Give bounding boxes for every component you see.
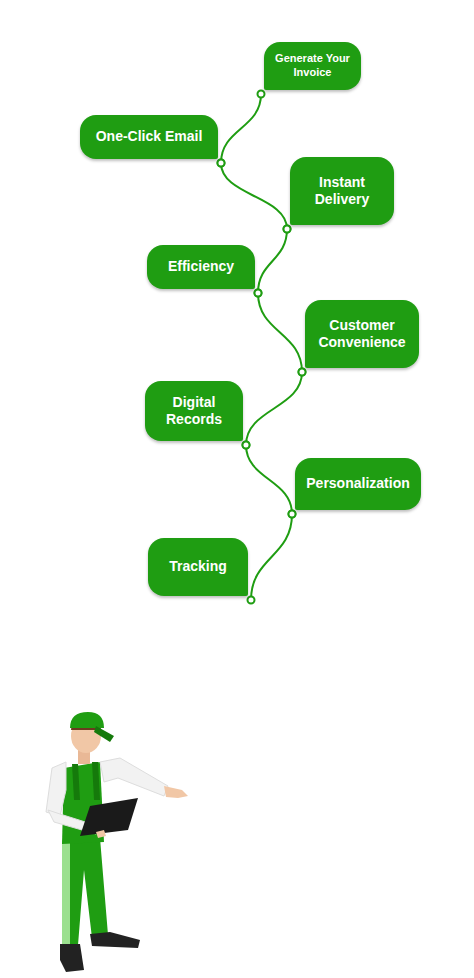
bubble-text: Tracking — [169, 558, 227, 576]
joint-dot — [289, 511, 296, 518]
winding-connector — [246, 445, 292, 514]
winding-connector — [258, 293, 302, 372]
joint-dot — [299, 369, 306, 376]
speech-bubble: Customer Convenience — [305, 300, 419, 368]
bubble-text: Personalization — [306, 475, 409, 493]
speech-bubble: One-Click Email — [80, 115, 218, 159]
winding-connector — [258, 229, 287, 293]
winding-connector — [221, 94, 261, 163]
joint-dot — [218, 160, 225, 167]
speech-bubble: Digital Records — [145, 381, 243, 441]
worker-illustration — [0, 700, 474, 978]
joint-dot — [243, 442, 250, 449]
joint-dot — [284, 226, 291, 233]
joint-dot — [258, 91, 265, 98]
joint-dot — [284, 226, 291, 233]
bubble-text: Digital Records — [155, 394, 233, 429]
joint-dot — [218, 160, 225, 167]
speech-bubble: Instant Delivery — [290, 157, 394, 225]
winding-connector — [221, 163, 287, 229]
joint-dot — [243, 442, 250, 449]
joint-dot — [255, 290, 262, 297]
bubble-text: Generate Your Invoice — [274, 52, 351, 80]
winding-connector — [251, 514, 292, 600]
bubble-text: Efficiency — [168, 258, 234, 276]
bubble-text: Instant Delivery — [300, 174, 384, 209]
speech-bubble: Generate Your Invoice — [264, 42, 361, 90]
speech-bubble: Personalization — [295, 458, 421, 510]
bubble-text: One-Click Email — [96, 128, 203, 146]
speech-bubble: Tracking — [148, 538, 248, 596]
winding-connector — [246, 372, 302, 445]
joint-dot — [299, 369, 306, 376]
speech-bubble: Efficiency — [147, 245, 255, 289]
bubble-text: Customer Convenience — [315, 317, 409, 352]
joint-dot — [289, 511, 296, 518]
joint-dot — [255, 290, 262, 297]
joint-dot — [248, 597, 255, 604]
